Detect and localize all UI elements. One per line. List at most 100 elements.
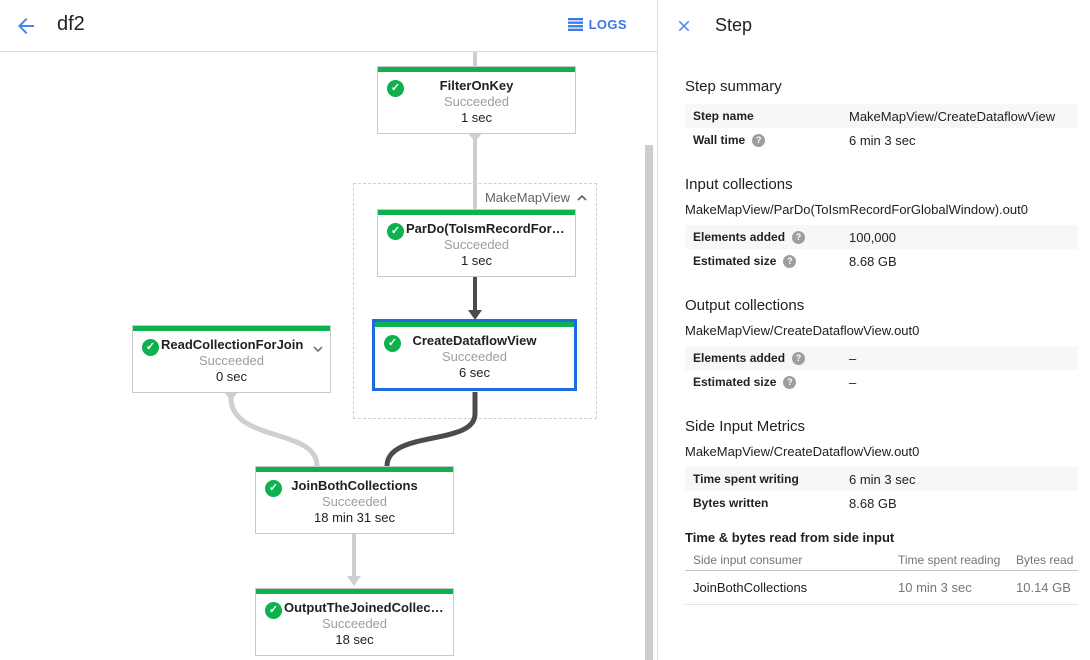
step-node-title: ParDo(ToIsmRecordFor… bbox=[406, 221, 565, 236]
detail-row: Wall time? 6 min 3 sec bbox=[685, 128, 1078, 152]
detail-row: Estimated size? 8.68 GB bbox=[685, 249, 1078, 273]
row-label: Bytes written bbox=[693, 496, 769, 510]
step-node-time: 18 min 31 sec bbox=[314, 510, 395, 525]
back-button[interactable] bbox=[14, 14, 38, 38]
step-summary-rows: Step name MakeMapView/CreateDataflowView… bbox=[685, 104, 1078, 152]
logs-icon bbox=[567, 18, 583, 31]
close-icon bbox=[678, 20, 690, 32]
row-label: Wall time? bbox=[693, 133, 849, 147]
row-label: Elements added? bbox=[693, 351, 849, 365]
arrow-left-icon bbox=[18, 18, 34, 34]
step-node-outputthejoinedcollection[interactable]: ✓ OutputTheJoinedCollec… Succeeded 18 se… bbox=[255, 588, 454, 656]
help-icon[interactable]: ? bbox=[792, 351, 806, 365]
chevron-up-icon bbox=[577, 194, 587, 201]
help-icon[interactable]: ? bbox=[792, 230, 806, 244]
input-collection-name: MakeMapView/ParDo(ToIsmRecordForGlobalWi… bbox=[685, 202, 1028, 217]
detail-row: Elements added? 100,000 bbox=[685, 225, 1078, 249]
step-node-pardo[interactable]: ✓ ParDo(ToIsmRecordFor… Succeeded 1 sec bbox=[377, 209, 576, 277]
step-node-status: Succeeded bbox=[198, 353, 265, 368]
step-node-time: 1 sec bbox=[460, 253, 493, 268]
status-bar bbox=[256, 589, 453, 594]
row-label: Elements added? bbox=[693, 230, 849, 244]
panel-title: Step bbox=[715, 15, 753, 35]
row-value: 8.68 GB bbox=[849, 495, 897, 511]
side-input-table-title: Time & bytes read from side input bbox=[685, 530, 895, 545]
table-row: JoinBothCollections 10 min 3 sec 10.14 G… bbox=[685, 571, 1078, 605]
status-bar bbox=[378, 210, 575, 215]
status-bar bbox=[133, 326, 330, 331]
step-node-time: 0 sec bbox=[215, 369, 248, 384]
job-header: df2 LOGS bbox=[0, 0, 657, 52]
step-node-time: 1 sec bbox=[460, 110, 493, 125]
job-title: df2 bbox=[57, 13, 85, 35]
output-collection-rows: Elements added? – Estimated size? – bbox=[685, 346, 1078, 394]
status-bar bbox=[378, 67, 575, 72]
panel-header: Step bbox=[658, 0, 1090, 56]
step-node-status: Succeeded bbox=[443, 237, 510, 252]
cell-time-spent-reading: 10 min 3 sec bbox=[898, 580, 972, 595]
step-node-joinbothcollections[interactable]: ✓ JoinBothCollections Succeeded 18 min 3… bbox=[255, 466, 454, 534]
step-node-title: OutputTheJoinedCollec… bbox=[284, 600, 444, 615]
row-label: Estimated size? bbox=[693, 375, 849, 389]
help-icon[interactable]: ? bbox=[783, 254, 797, 268]
vertical-scrollbar[interactable] bbox=[645, 145, 653, 660]
step-node-status: Succeeded bbox=[321, 494, 388, 509]
pipeline-graph: MakeMapView ✓ FilterOnKey S bbox=[0, 52, 657, 660]
section-heading-output-collections: Output collections bbox=[685, 297, 805, 314]
column-header-time-spent-reading: Time spent reading bbox=[898, 553, 1001, 567]
detail-row: Elements added? – bbox=[685, 346, 1078, 370]
group-label: MakeMapView bbox=[484, 190, 570, 205]
row-value: MakeMapView/CreateDataflowView bbox=[849, 108, 1056, 124]
step-node-time: 6 sec bbox=[458, 365, 491, 380]
detail-row: Estimated size? – bbox=[685, 370, 1078, 394]
detail-row: Bytes written 8.68 GB bbox=[685, 491, 1078, 515]
group-collapse-toggle[interactable]: MakeMapView bbox=[485, 190, 587, 205]
step-details-panel: Step Step summary Step name MakeMapView/… bbox=[657, 0, 1090, 660]
step-node-status: Succeeded bbox=[443, 94, 510, 109]
step-node-title: FilterOnKey bbox=[439, 78, 514, 93]
section-heading-step-summary: Step summary bbox=[685, 78, 782, 95]
chevron-down-icon bbox=[313, 346, 323, 353]
row-label: Estimated size? bbox=[693, 254, 849, 268]
row-value: – bbox=[849, 350, 857, 366]
row-value: 6 min 3 sec bbox=[849, 471, 916, 487]
close-button[interactable] bbox=[675, 17, 693, 35]
column-header-side-input-consumer: Side input consumer bbox=[693, 553, 803, 567]
input-collection-rows: Elements added? 100,000 Estimated size? … bbox=[685, 225, 1078, 273]
graph-section: df2 LOGS MakeMapView bbox=[0, 0, 657, 660]
success-check-icon: ✓ bbox=[387, 80, 404, 97]
row-value: 100,000 bbox=[849, 229, 896, 245]
step-node-readcollectionforjoin[interactable]: ✓ ReadCollectionForJoin Succeeded 0 sec bbox=[132, 325, 331, 393]
column-header-bytes-read: Bytes read bbox=[1016, 553, 1074, 567]
row-label: Step name bbox=[693, 109, 754, 123]
status-bar bbox=[375, 322, 574, 327]
detail-row: Time spent writing 6 min 3 sec bbox=[685, 467, 1078, 491]
success-check-icon: ✓ bbox=[384, 335, 401, 352]
step-node-createdataflowview-selected[interactable]: ✓ CreateDataflowView Succeeded 6 sec bbox=[372, 319, 577, 391]
side-input-metric-rows: Time spent writing 6 min 3 sec Bytes wri… bbox=[685, 467, 1078, 515]
row-value: 8.68 GB bbox=[849, 253, 897, 269]
cell-side-input-consumer: JoinBothCollections bbox=[693, 580, 808, 595]
logs-button[interactable]: LOGS bbox=[567, 17, 627, 32]
row-label: Time spent writing bbox=[693, 472, 799, 486]
success-check-icon: ✓ bbox=[265, 602, 282, 619]
step-node-title: JoinBothCollections bbox=[291, 478, 418, 493]
help-icon[interactable]: ? bbox=[752, 133, 766, 147]
panel-content: Step summary Step name MakeMapView/Creat… bbox=[658, 78, 1090, 605]
node-expand-toggle[interactable] bbox=[313, 339, 323, 357]
step-node-status: Succeeded bbox=[321, 616, 388, 631]
row-value: 6 min 3 sec bbox=[849, 132, 916, 148]
step-node-filteronkey[interactable]: ✓ FilterOnKey Succeeded 1 sec bbox=[377, 66, 576, 134]
help-icon[interactable]: ? bbox=[783, 375, 797, 389]
section-heading-side-input-metrics: Side Input Metrics bbox=[685, 418, 806, 435]
step-node-status: Succeeded bbox=[441, 349, 508, 364]
step-node-time: 18 sec bbox=[335, 632, 374, 647]
success-check-icon: ✓ bbox=[265, 480, 282, 497]
detail-row: Step name MakeMapView/CreateDataflowView bbox=[685, 104, 1078, 128]
success-check-icon: ✓ bbox=[142, 339, 159, 356]
step-node-title: ReadCollectionForJoin bbox=[161, 337, 304, 352]
status-bar bbox=[256, 467, 453, 472]
side-input-collection-name: MakeMapView/CreateDataflowView.out0 bbox=[685, 444, 920, 459]
cell-bytes-read: 10.14 GB bbox=[1016, 580, 1071, 595]
